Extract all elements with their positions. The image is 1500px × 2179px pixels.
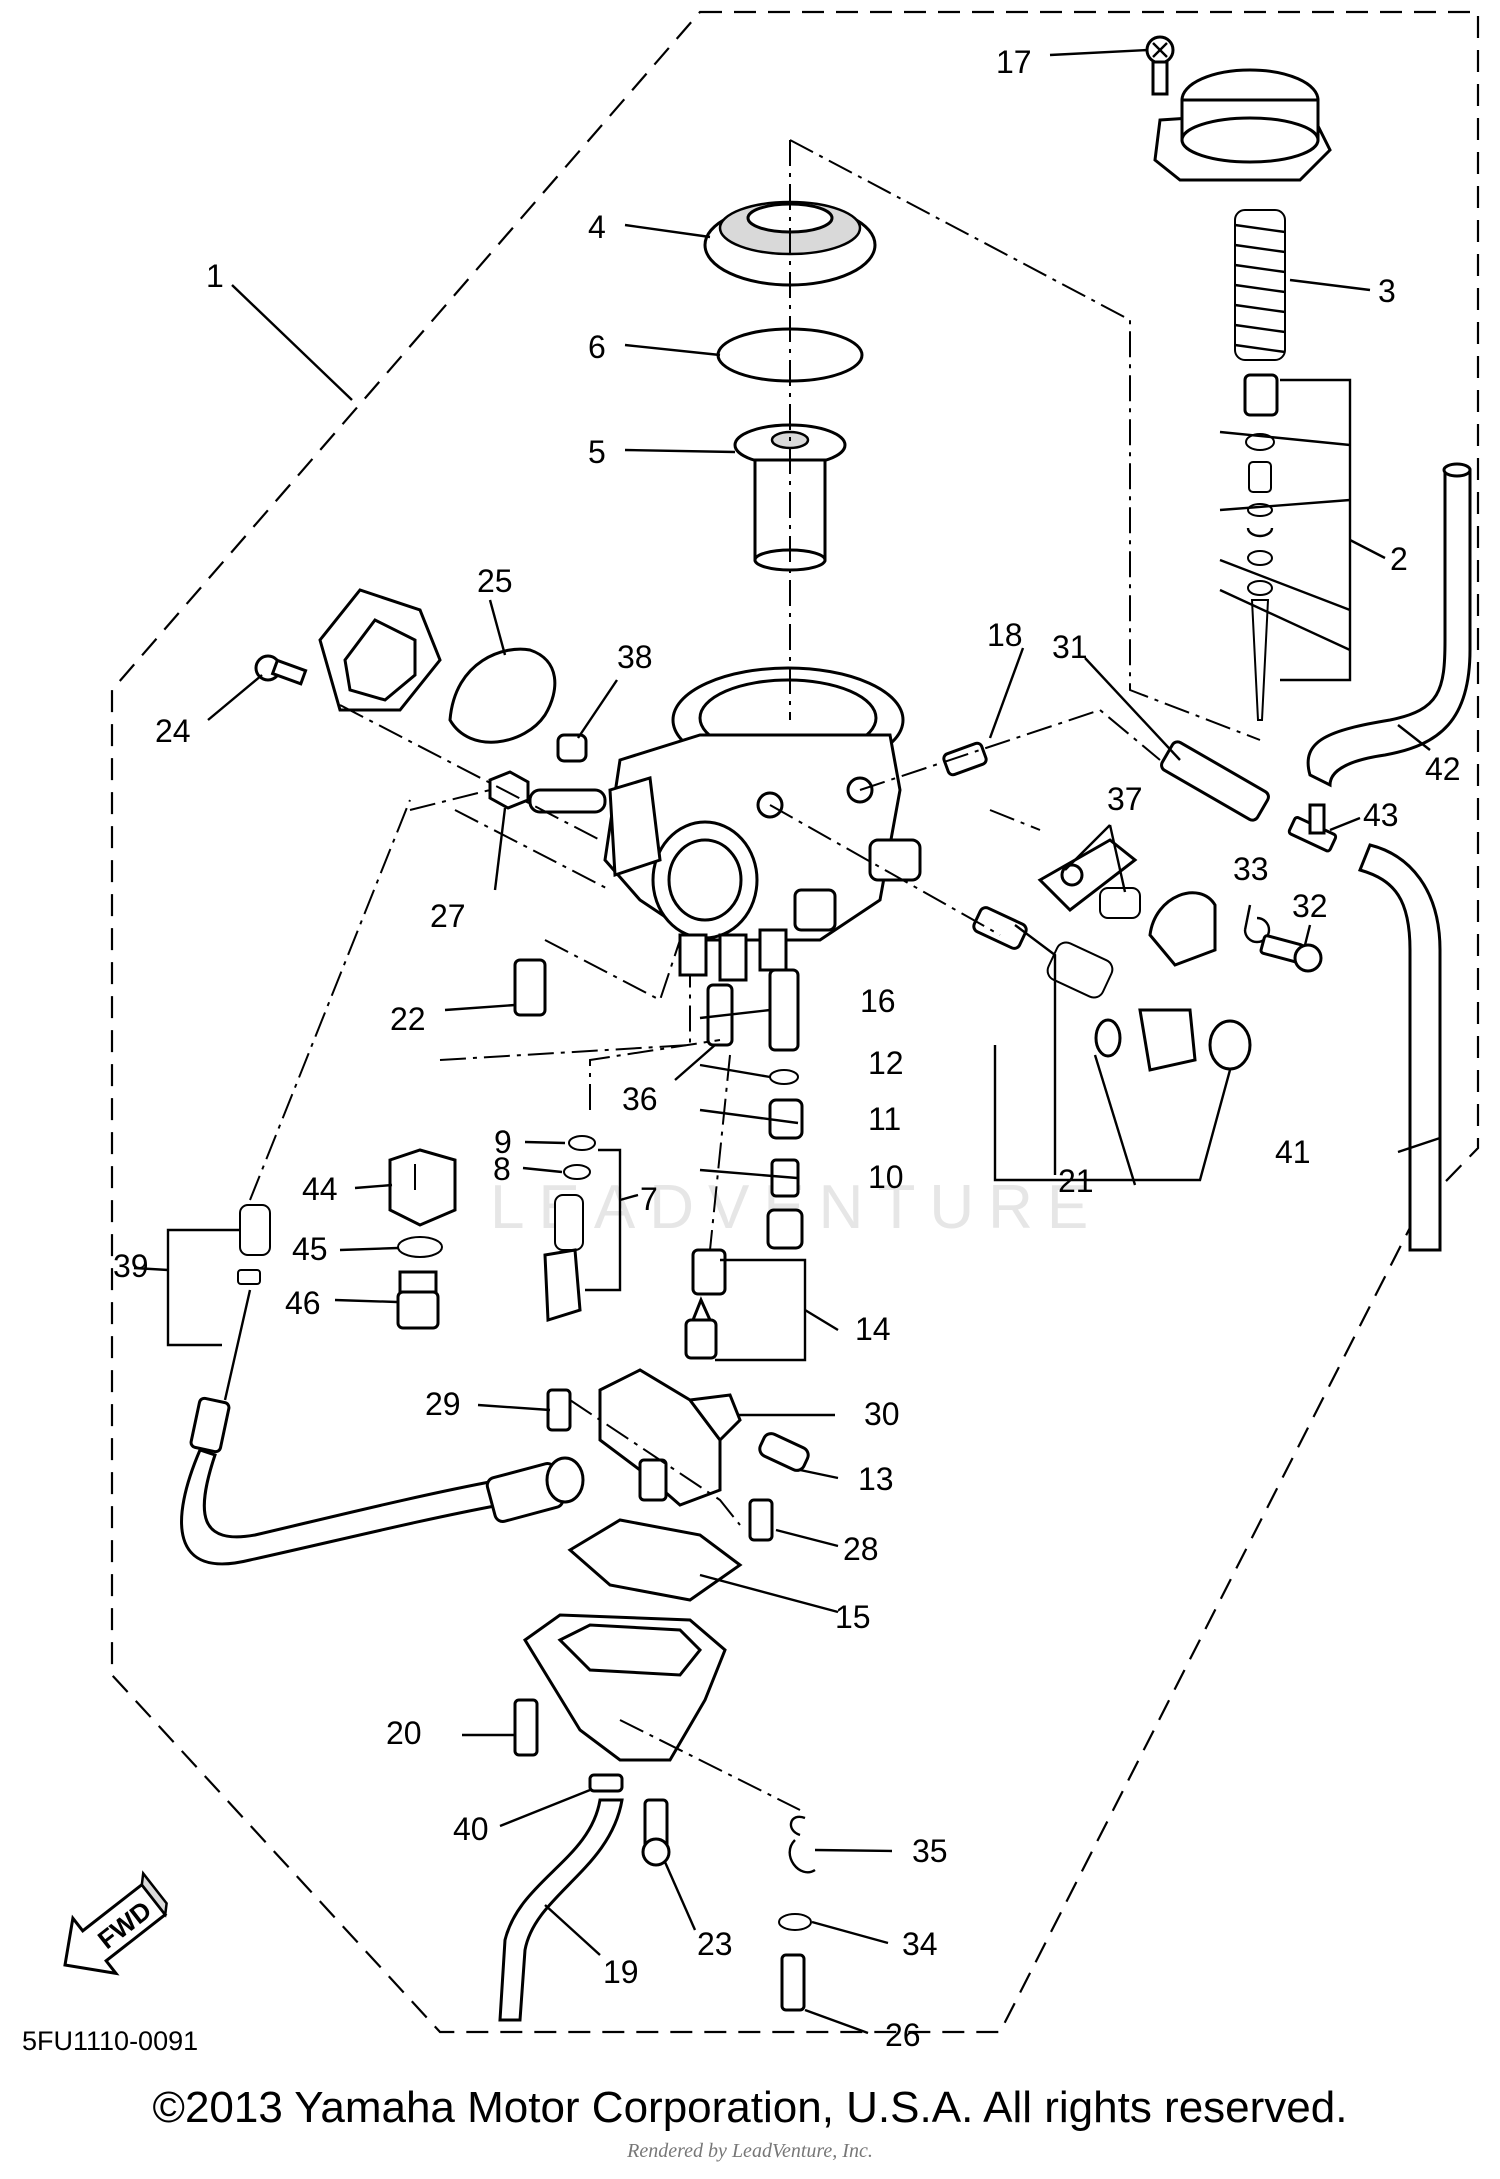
callout-25: 25 (477, 563, 513, 599)
plate-gasket (318, 588, 442, 712)
callout-12: 12 (868, 1045, 904, 1081)
float-30 (598, 1368, 742, 1507)
hose-41 (1357, 843, 1442, 1252)
callout-44: 44 (302, 1171, 338, 1207)
alignment-lines (249, 139, 1261, 1811)
callout-22: 22 (390, 1001, 426, 1037)
callout-20: 20 (386, 1715, 422, 1751)
callout-16: 16 (860, 983, 896, 1019)
gasket-15 (567, 1518, 743, 1602)
callout-17: 17 (996, 44, 1032, 80)
pin-13 (758, 1432, 810, 1472)
cable-39 (180, 1204, 585, 1566)
callout-3: 3 (1378, 273, 1396, 309)
nut-27 (488, 770, 530, 810)
fitting-43 (1287, 803, 1338, 853)
screw-26 (780, 1953, 806, 2012)
screw-32 (1259, 934, 1323, 973)
screw-17 (1145, 35, 1175, 96)
callout-8: 8 (493, 1151, 511, 1187)
callout-10: 10 (868, 1159, 904, 1195)
leader-lines (133, 48, 1441, 2035)
hose-42-end (1442, 462, 1472, 478)
cap-38 (556, 733, 588, 763)
jet-22 (513, 958, 547, 1017)
callout-45: 45 (292, 1231, 328, 1267)
callout-30: 30 (864, 1396, 900, 1432)
callout-13: 13 (858, 1461, 894, 1497)
needle-jet-16 (768, 968, 800, 1052)
callout-23: 23 (697, 1926, 733, 1962)
callout-7: 7 (640, 1181, 658, 1217)
callout-33: 33 (1233, 851, 1269, 887)
rendered-by-text: Rendered by LeadVenture, Inc. (627, 2140, 873, 2162)
washer-45 (397, 1236, 443, 1258)
callout-36: 36 (622, 1081, 658, 1117)
washer-34 (778, 1913, 812, 1931)
callout-28: 28 (843, 1531, 879, 1567)
callout-6: 6 (588, 329, 606, 365)
callout-19: 19 (603, 1954, 639, 1990)
callout-40: 40 (453, 1811, 489, 1847)
hose-42 (1306, 468, 1472, 788)
screw-18 (942, 741, 988, 777)
screw-24 (254, 654, 308, 686)
callout-38: 38 (617, 639, 653, 675)
spring-3 (1234, 209, 1286, 361)
screw-28 (748, 1498, 774, 1542)
needle-set-2 (1243, 373, 1279, 721)
screw-29 (546, 1388, 572, 1432)
callout-14: 14 (855, 1311, 891, 1347)
callout-34: 34 (902, 1926, 938, 1962)
callout-29: 29 (425, 1386, 461, 1422)
callout-24: 24 (155, 713, 191, 749)
reference-code: 5FU1110-0091 (22, 2026, 199, 2056)
callout-2: 2 (1390, 541, 1408, 577)
callout-21: 21 (1058, 1163, 1094, 1199)
callout-35: 35 (912, 1833, 948, 1869)
bush (766, 1208, 804, 1250)
washer-8 (563, 1164, 591, 1180)
copyright-text: ©2013 Yamaha Motor Corporation, U.S.A. A… (152, 2083, 1348, 2132)
clip-35 (788, 1815, 816, 1874)
callout-27: 27 (430, 898, 466, 934)
hose-19 (498, 1798, 624, 2022)
callout-37: 37 (1107, 781, 1143, 817)
starter-21 (972, 906, 1252, 1072)
callout-1: 1 (206, 258, 224, 294)
callout-39: 39 (113, 1248, 149, 1284)
float-valve-14 (684, 1248, 727, 1360)
clamp-40 (588, 1773, 624, 1793)
screw-set-7 (543, 1194, 584, 1323)
callout-9: 9 (494, 1124, 512, 1160)
callout-11: 11 (868, 1101, 901, 1137)
callout-numbers: 1 2 3 4 5 6 7 8 9 10 11 12 13 14 15 16 1… (113, 44, 1461, 2053)
carburetor-body (528, 666, 922, 982)
callout-42: 42 (1425, 751, 1461, 787)
o-ring-12 (769, 1069, 799, 1085)
callout-31: 31 (1052, 629, 1088, 665)
fwd-arrow-icon: FWD (63, 1870, 168, 1976)
screw-20 (513, 1698, 539, 1757)
callout-5: 5 (588, 434, 606, 470)
callout-26: 26 (885, 2017, 921, 2053)
callout-15: 15 (835, 1599, 871, 1635)
plug-46 (396, 1270, 440, 1330)
top-cover (1153, 68, 1332, 182)
callout-32: 32 (1292, 888, 1328, 924)
starter-plate-37 (1037, 838, 1217, 967)
callout-43: 43 (1363, 797, 1399, 833)
plunger-31 (1160, 740, 1270, 822)
gasket-25 (448, 647, 557, 744)
assembly-boundary (110, 10, 1480, 2034)
bracket-44 (388, 1148, 457, 1227)
callout-18: 18 (987, 617, 1023, 653)
ring-9 (568, 1135, 596, 1151)
screw-23 (641, 1798, 671, 1867)
callout-41: 41 (1275, 1134, 1311, 1170)
float-bowl (522, 1613, 727, 1762)
callout-46: 46 (285, 1285, 321, 1321)
callout-4: 4 (588, 209, 606, 245)
